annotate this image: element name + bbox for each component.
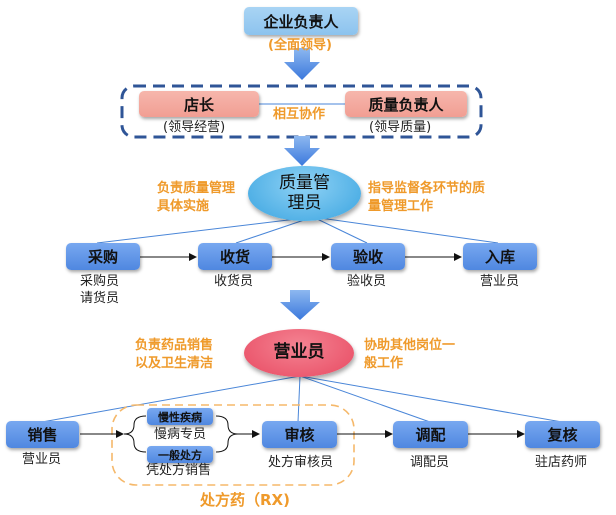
quality-manager-node: 质量管 理员 (248, 166, 361, 221)
rx-frame (111, 404, 355, 486)
step-inspect-role: 验收员 (347, 274, 387, 289)
role-line: 请货员 (80, 290, 120, 306)
enterprise-owner-note: (全面领导) (268, 38, 332, 53)
step-purchase-roles: 采购员 请货员 (80, 274, 119, 308)
rx-general-label: 一般处方 (158, 448, 202, 462)
step-label: 审核 (284, 426, 315, 444)
step-label: 采购 (87, 248, 118, 266)
sales-staff-right-note: 协助其他岗位一 般工作 (364, 337, 455, 372)
step-review: 审核 (262, 421, 337, 448)
step-label: 入库 (484, 248, 515, 266)
sales-staff-title: 营业员 (273, 342, 325, 363)
quality-manager-title-1: 质量管 (279, 172, 330, 193)
role-line: 采购员 (80, 274, 120, 289)
note-line: 负责药品销售 (135, 338, 214, 353)
down-arrow-icon (284, 48, 320, 80)
step-storage-role: 营业员 (480, 274, 520, 289)
quality-owner-box: 质量负责人 (345, 91, 467, 117)
cooperation-label: 相互协作 (273, 107, 326, 122)
rx-group-label: 处方药（RX) (200, 491, 290, 509)
quality-owner-note: (领导质量) (369, 120, 432, 135)
step-purchase: 采购 (66, 243, 140, 270)
quality-owner-label: 质量负责人 (368, 95, 444, 114)
quality-manager-title-2: 理员 (287, 192, 322, 213)
note-line: 以及卫生清洁 (135, 355, 214, 371)
step-sale: 销售 (6, 421, 79, 448)
rx-general-box: 一般处方 (147, 446, 213, 463)
outbound-flow-arrows (80, 415, 525, 453)
rx-chronic-box: 慢性疾病 (147, 408, 213, 425)
step-review-role: 处方审核员 (268, 455, 334, 470)
sales-staff-node: 营业员 (244, 329, 354, 377)
rx-chronic-label: 慢性疾病 (158, 410, 202, 424)
step-dispense-role: 调配员 (410, 455, 450, 470)
note-line: 负责质量管理 (157, 181, 236, 196)
step-receive: 收货 (198, 243, 272, 270)
note-line: 具体实施 (157, 198, 210, 214)
store-manager-note: (领导经营) (163, 120, 226, 135)
step-label: 复核 (547, 426, 578, 444)
step-label: 销售 (27, 426, 58, 444)
store-manager-label: 店长 (183, 95, 214, 114)
step-inspect: 验收 (331, 243, 405, 270)
step-recheck: 复核 (525, 421, 600, 448)
management-frame (120, 84, 483, 139)
enterprise-owner-box: 企业负责人 (244, 7, 358, 35)
step-receive-role: 收货员 (214, 274, 254, 289)
sales-fanout-lines (41, 375, 563, 423)
down-arrow-icon (284, 136, 320, 166)
step-label: 验收 (352, 248, 383, 266)
store-manager-box: 店长 (139, 91, 259, 117)
rx-chronic-role: 慢病专员 (154, 427, 207, 442)
step-recheck-role: 驻店药师 (535, 455, 588, 470)
step-sale-role: 营业员 (22, 452, 62, 467)
rx-general-role: 凭处方销售 (146, 463, 212, 478)
note-line: 指导监督各环节的质 (368, 181, 486, 196)
enterprise-owner-label: 企业负责人 (263, 12, 339, 31)
step-label: 收货 (219, 248, 250, 266)
quality-manager-left-note: 负责质量管理 具体实施 (157, 180, 235, 215)
note-line: 协助其他岗位一 (364, 338, 456, 353)
down-arrow-icon (280, 290, 320, 320)
step-dispense: 调配 (393, 421, 468, 448)
note-line: 量管理工作 (368, 198, 434, 214)
step-storage: 入库 (463, 243, 537, 270)
step-label: 调配 (415, 426, 446, 444)
qm-fanout-lines (96, 216, 499, 244)
note-line: 般工作 (364, 355, 404, 371)
sales-staff-left-note: 负责药品销售 以及卫生清洁 (135, 337, 213, 372)
quality-manager-right-note: 指导监督各环节的质 量管理工作 (368, 180, 485, 215)
